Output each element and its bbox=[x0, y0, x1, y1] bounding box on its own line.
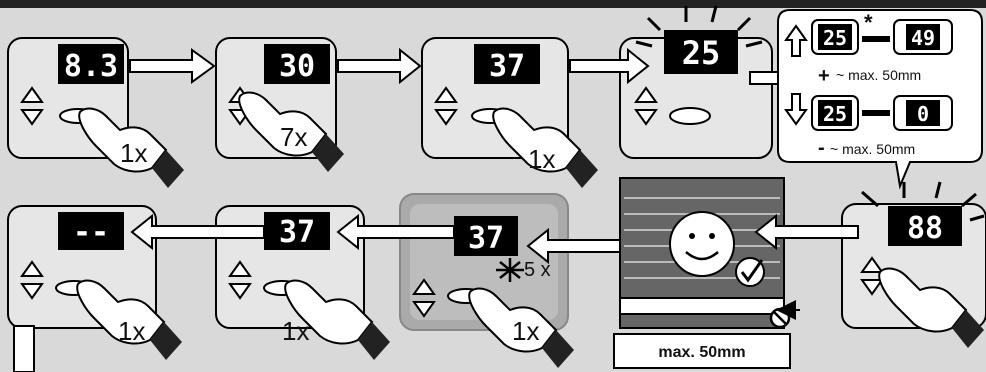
panel-2: 30 7x bbox=[215, 37, 345, 173]
minus-icon: - bbox=[818, 137, 825, 159]
shutter-caption-box bbox=[613, 333, 791, 369]
edge-bar bbox=[13, 325, 35, 372]
blink-count: 5 x bbox=[524, 259, 551, 281]
range-down-to: 0 bbox=[917, 102, 929, 126]
display-6-value: 37 bbox=[468, 221, 504, 256]
press-count-2: 7x bbox=[280, 122, 307, 152]
panel-4: 25 bbox=[619, 5, 773, 159]
blink-star-icon bbox=[496, 258, 524, 282]
range-up-from: 25 bbox=[823, 26, 847, 50]
blink-rays-icon bbox=[861, 181, 985, 222]
display-8-value: -- bbox=[73, 215, 109, 250]
dash-icon bbox=[862, 36, 890, 42]
range-up-caption: ~ max. 50mm bbox=[836, 67, 921, 83]
top-border bbox=[0, 0, 986, 8]
press-count-3: 1x bbox=[528, 144, 555, 174]
press-count-5: 1x bbox=[118, 316, 145, 346]
smiley-icon bbox=[669, 211, 735, 277]
display-5-value: 88 bbox=[907, 211, 943, 246]
panel-3: 37 1x bbox=[421, 37, 599, 189]
set-button bbox=[669, 107, 711, 125]
display-5 bbox=[888, 206, 962, 246]
display-6 bbox=[454, 216, 518, 256]
panel-5: 88 bbox=[841, 181, 986, 349]
dash-icon bbox=[862, 110, 890, 116]
range-down-from: 25 bbox=[823, 102, 847, 126]
shutter-caption: max. 50mm bbox=[658, 344, 745, 361]
no-entry-icon bbox=[769, 307, 791, 329]
flow-arrows-row2 bbox=[130, 213, 859, 320]
press-count-1: 1x bbox=[120, 138, 147, 168]
display-3-value: 37 bbox=[489, 49, 525, 84]
asterisk-icon: * bbox=[864, 10, 873, 35]
display-8 bbox=[58, 212, 124, 250]
display-4 bbox=[664, 30, 738, 74]
panel-6: 37 5 x 1x bbox=[399, 193, 575, 369]
display-1-value: 8.3 bbox=[64, 49, 118, 84]
display-7 bbox=[264, 212, 330, 250]
range-callout: 25 * 49 + ~ max. 50mm 25 0 - ~ max. 50mm bbox=[777, 9, 983, 190]
press-count-7: 1x bbox=[282, 316, 309, 346]
display-4-value: 25 bbox=[682, 34, 721, 72]
plus-icon: + bbox=[818, 65, 830, 87]
display-3 bbox=[474, 44, 540, 84]
display-2-value: 30 bbox=[279, 49, 315, 84]
shutter-illustration: max. 50mm bbox=[613, 177, 791, 369]
down-arrow-icon bbox=[784, 93, 808, 126]
blink-rays-icon bbox=[635, 5, 763, 48]
display-7-value: 37 bbox=[279, 215, 315, 250]
up-arrow-icon bbox=[784, 24, 808, 57]
range-down-caption: ~ max. 50mm bbox=[830, 141, 915, 157]
display-1 bbox=[58, 44, 124, 84]
panel-1: 8.3 1x bbox=[7, 37, 185, 189]
panel-8: -- 1x bbox=[7, 205, 183, 372]
range-up-to: 49 bbox=[911, 26, 935, 50]
display-2 bbox=[264, 44, 330, 84]
press-count-6: 1x bbox=[512, 316, 539, 346]
